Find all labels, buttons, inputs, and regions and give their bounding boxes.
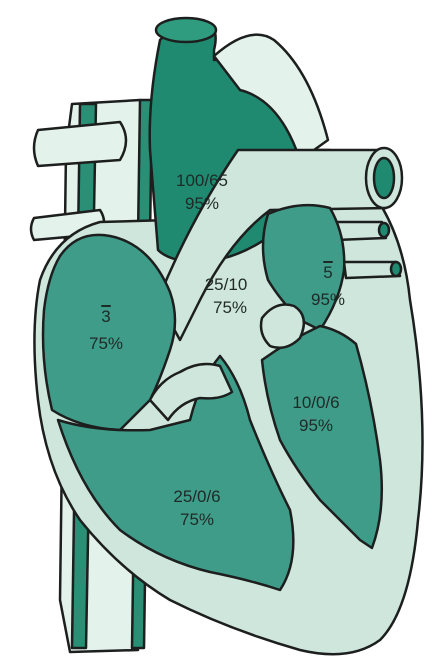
right-atrium-pressure-label: 3 [101, 306, 110, 328]
left-atrium-pressure-label: 5 [323, 262, 332, 284]
left-ventricle-pressure-label: 10/0/6 [292, 392, 339, 414]
right-ventricle-pressure-label: 25/0/6 [173, 486, 220, 508]
aorta-opening [156, 18, 216, 42]
aorta-pressure-label: 100/65 [176, 170, 228, 192]
left-pulmonary-vein-upper [34, 122, 126, 166]
mitral-valve [261, 305, 304, 348]
left-atrium-saturation-label: 95% [311, 289, 345, 311]
right-atrium-saturation-label: 75% [89, 333, 123, 355]
right-pulmonary-vein-lower-opening [391, 262, 401, 276]
right-pulmonary-vein-upper-opening [379, 223, 389, 237]
aorta-saturation-label: 95% [185, 193, 219, 215]
pulmonary-artery-pressure-label: 25/10 [205, 274, 248, 296]
pulmonary-artery-saturation-label: 75% [213, 297, 247, 319]
right-ventricle-saturation-label: 75% [180, 509, 214, 531]
left-ventricle-saturation-label: 95% [299, 415, 333, 437]
pulmonary-artery-lumen [374, 158, 394, 198]
